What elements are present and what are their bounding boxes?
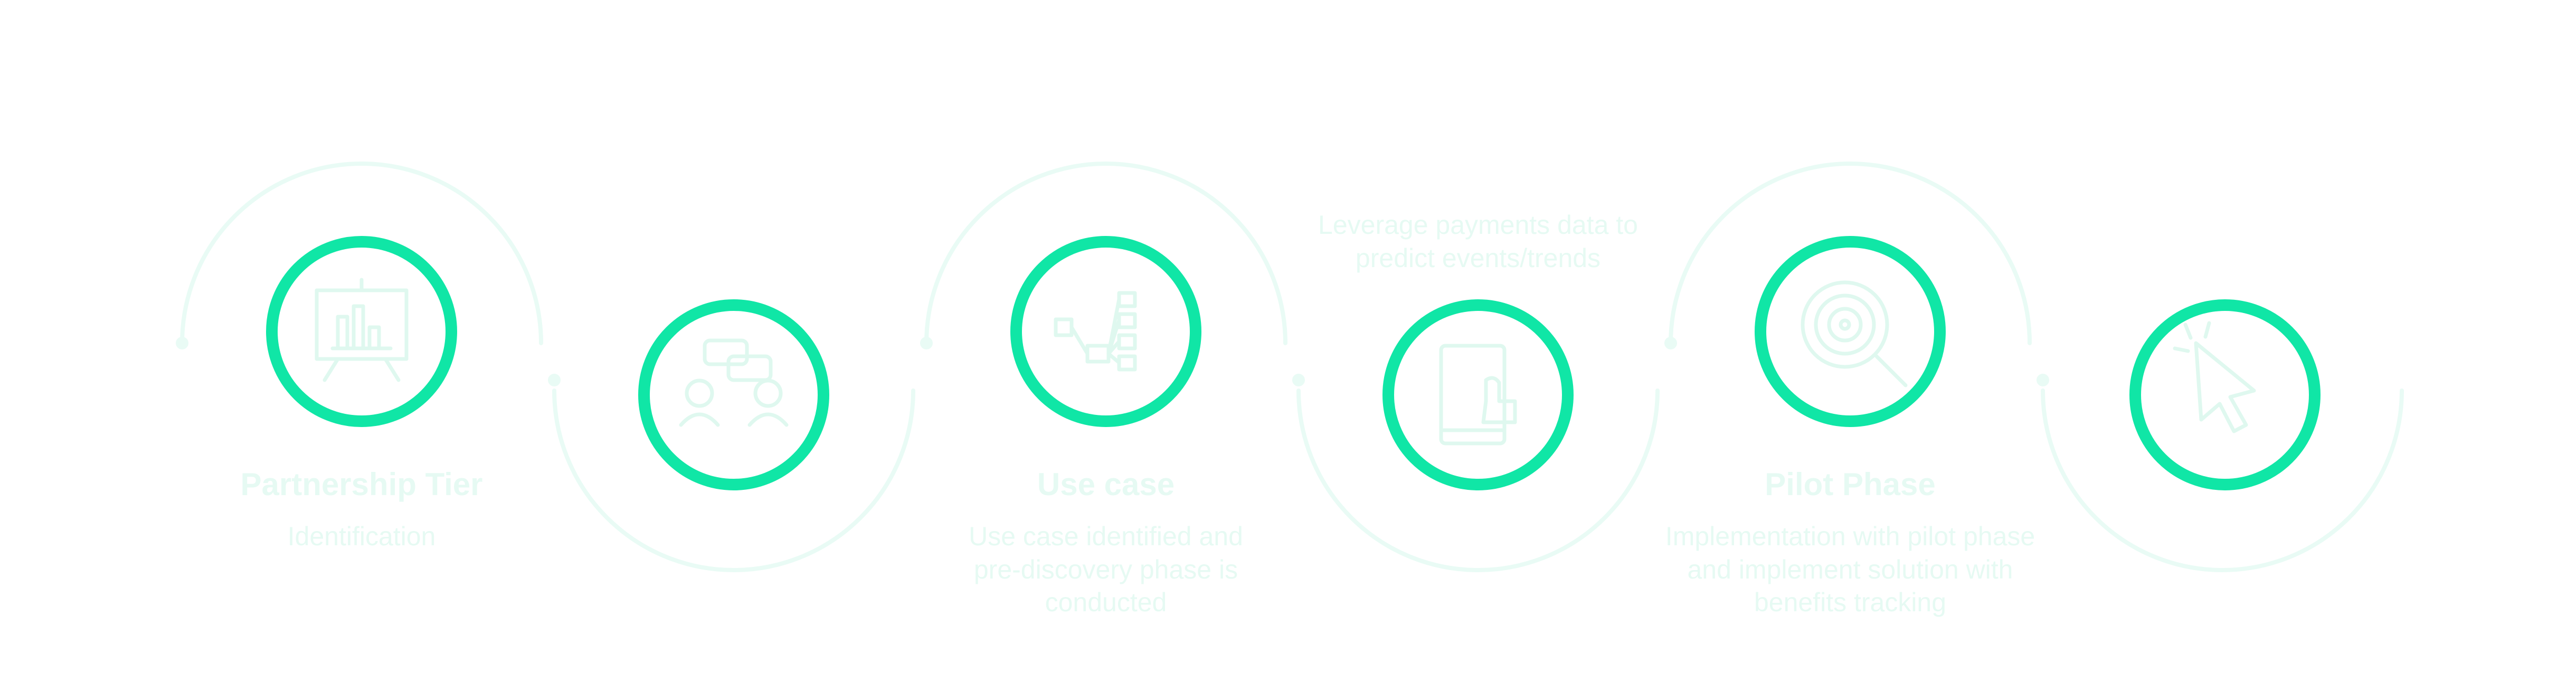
step-1-title: Partnership Tier	[240, 467, 483, 502]
arc-3	[924, 162, 1287, 345]
step-4-node	[1382, 299, 1574, 490]
step-2-ring	[638, 299, 829, 490]
arc-6	[2041, 389, 2404, 572]
step-1-description: Identification	[287, 522, 436, 551]
step-5-title: Pilot Phase	[1765, 467, 1936, 502]
step-2-node	[638, 299, 829, 490]
step-6-node	[2129, 299, 2321, 490]
arc-5	[1669, 162, 2032, 345]
arc-5-start-dot	[1664, 337, 1677, 349]
step-5-description: Implementation with pilot phase and impl…	[1665, 522, 2035, 617]
arc-1	[180, 162, 543, 345]
step-1-node	[266, 236, 457, 427]
presentation-chart-icon	[315, 278, 409, 382]
arc-1-start-dot	[176, 337, 188, 349]
network-flow-icon	[1054, 291, 1137, 372]
step-4-description: Leverage payments data to predict events…	[1318, 210, 1638, 273]
step-3-title: Use case	[1037, 467, 1175, 502]
arc-6-start-dot	[2037, 374, 2049, 386]
arc-4	[1296, 389, 1660, 572]
target-search-icon	[1801, 280, 1908, 387]
connector-arcs	[176, 162, 2404, 572]
step-6-ring	[2129, 299, 2321, 490]
tablet-touch-icon	[1439, 344, 1517, 446]
people-discussion-icon	[679, 338, 789, 427]
cursor-click-icon	[2173, 321, 2256, 433]
arc-3-start-dot	[920, 337, 933, 349]
step-4-ring	[1382, 299, 1574, 490]
arc-2	[552, 389, 915, 572]
step-3-description: Use case identified and pre-discovery ph…	[969, 522, 1243, 617]
arc-4-start-dot	[1292, 374, 1305, 386]
step-5-ring	[1755, 236, 1946, 427]
step-3-ring	[1010, 236, 1201, 427]
step-5-node	[1755, 236, 1946, 427]
step-3-node	[1010, 236, 1201, 427]
arc-2-start-dot	[548, 374, 561, 386]
